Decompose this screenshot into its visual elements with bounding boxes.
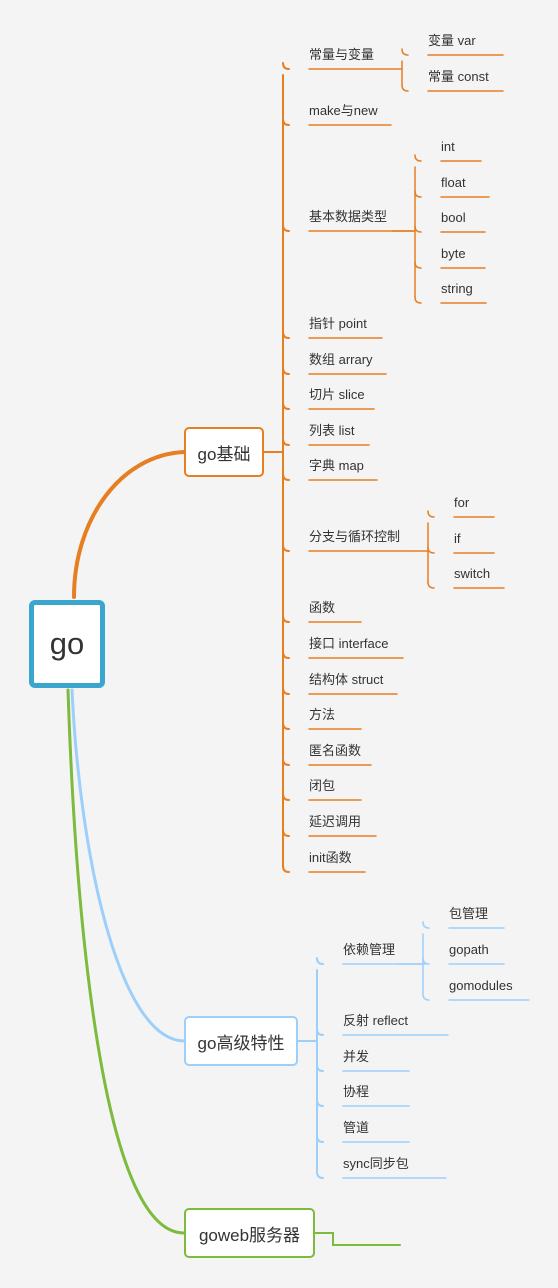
topic-dependency-0[interactable]: 包管理 [449, 906, 489, 921]
topic-advanced-3[interactable]: 协程 [343, 1084, 370, 1099]
connector-basics-1 [282, 118, 290, 126]
connector-advanced-0 [316, 957, 324, 965]
connector-basics-6 [282, 438, 290, 446]
curve-root-advanced [70, 688, 186, 1043]
connector-basics-5 [282, 402, 290, 410]
connector-advanced-5 [316, 1171, 324, 1179]
topic-basics-8[interactable]: 分支与循环控制 [309, 529, 401, 544]
branch-goweb-server[interactable]: goweb服务器 [184, 1208, 315, 1258]
topic-control-flow-connector-2 [427, 581, 435, 589]
topic-control-flow-1[interactable]: if [454, 531, 461, 546]
connector-basics-2 [282, 224, 290, 232]
connector-advanced-2 [316, 1064, 324, 1072]
curve-root-web [66, 688, 186, 1235]
topic-basics-3[interactable]: 指针 point [309, 316, 367, 331]
connector-basics-11 [282, 687, 290, 695]
topic-data-types-3[interactable]: byte [441, 246, 466, 261]
topic-advanced-1[interactable]: 反射 reflect [343, 1013, 409, 1028]
topic-advanced-0[interactable]: 依赖管理 [343, 942, 396, 957]
topic-basics-10[interactable]: 接口 interface [309, 636, 389, 651]
connector-advanced-4 [316, 1135, 324, 1143]
connector-basics-0 [282, 62, 290, 70]
topic-const-var-connector-0 [401, 48, 409, 56]
topic-data-types-connector-3 [414, 261, 422, 269]
curve-root-basics [72, 450, 186, 599]
topic-data-types-4[interactable]: string [441, 281, 473, 296]
connector-basics-14 [282, 793, 290, 801]
topic-web-empty-line [314, 1232, 401, 1246]
topic-basics-15[interactable]: 延迟调用 [309, 814, 362, 829]
topic-data-types-2[interactable]: bool [441, 210, 466, 225]
topic-basics-4[interactable]: 数组 arrary [309, 352, 373, 367]
topic-dependency-connector-2 [422, 993, 430, 1001]
connector-basics-12 [282, 722, 290, 730]
topic-basics-0[interactable]: 常量与变量 [309, 47, 375, 62]
topic-basics-5[interactable]: 切片 slice [309, 387, 365, 402]
topic-basics-14[interactable]: 闭包 [309, 778, 336, 793]
branch-go-basics[interactable]: go基础 [184, 427, 264, 477]
topic-dependency-connector-0 [422, 921, 430, 929]
topic-data-types-connector-0 [414, 154, 422, 162]
connector-basics-3 [282, 331, 290, 339]
connector-basics-7 [282, 473, 290, 481]
topic-data-types-connector-1 [414, 190, 422, 198]
connector-basics-10 [282, 651, 290, 659]
topic-data-types-connector-4 [414, 296, 422, 304]
topic-data-types-1[interactable]: float [441, 175, 466, 190]
topic-basics-16[interactable]: init函数 [309, 850, 352, 865]
topic-const-var-1[interactable]: 常量 const [428, 69, 489, 84]
connector-basics-13 [282, 758, 290, 766]
topic-basics-9[interactable]: 函数 [309, 600, 336, 615]
topic-basics-1[interactable]: make与new [309, 103, 378, 118]
topic-control-flow-2[interactable]: switch [454, 566, 491, 581]
topic-const-var-connector-1 [401, 84, 409, 92]
topic-basics-12[interactable]: 方法 [309, 707, 336, 722]
topic-advanced-2[interactable]: 并发 [343, 1049, 370, 1064]
connector-basics-4 [282, 367, 290, 375]
topic-dependency-1[interactable]: gopath [449, 942, 489, 957]
topic-control-flow-0[interactable]: for [454, 495, 470, 510]
topic-basics-2[interactable]: 基本数据类型 [309, 209, 388, 224]
topic-const-var-0[interactable]: 变量 var [428, 33, 476, 48]
topic-data-types-0[interactable]: int [441, 139, 455, 154]
connector-advanced-1 [316, 1028, 324, 1036]
branch-go-advanced[interactable]: go高级特性 [184, 1016, 298, 1066]
topic-basics-6[interactable]: 列表 list [309, 423, 355, 438]
connector-advanced-3 [316, 1099, 324, 1107]
connector-basics-9 [282, 615, 290, 623]
topic-advanced-4[interactable]: 管道 [343, 1120, 370, 1135]
connector-basics-16 [282, 865, 290, 873]
root-node[interactable]: go [29, 600, 105, 688]
topic-data-types-connector-2 [414, 225, 422, 233]
topic-basics-11[interactable]: 结构体 struct [309, 672, 384, 687]
connector-basics-15 [282, 829, 290, 837]
topic-advanced-5[interactable]: sync同步包 [343, 1156, 409, 1171]
topic-control-flow-connector-0 [427, 510, 435, 518]
topic-basics-7[interactable]: 字典 map [309, 458, 364, 473]
topic-dependency-connector-1 [422, 957, 430, 965]
topic-basics-13[interactable]: 匿名函数 [309, 743, 362, 758]
topic-control-flow-connector-1 [427, 546, 435, 554]
connector-basics-8 [282, 544, 290, 552]
topic-dependency-2[interactable]: gomodules [449, 978, 513, 993]
